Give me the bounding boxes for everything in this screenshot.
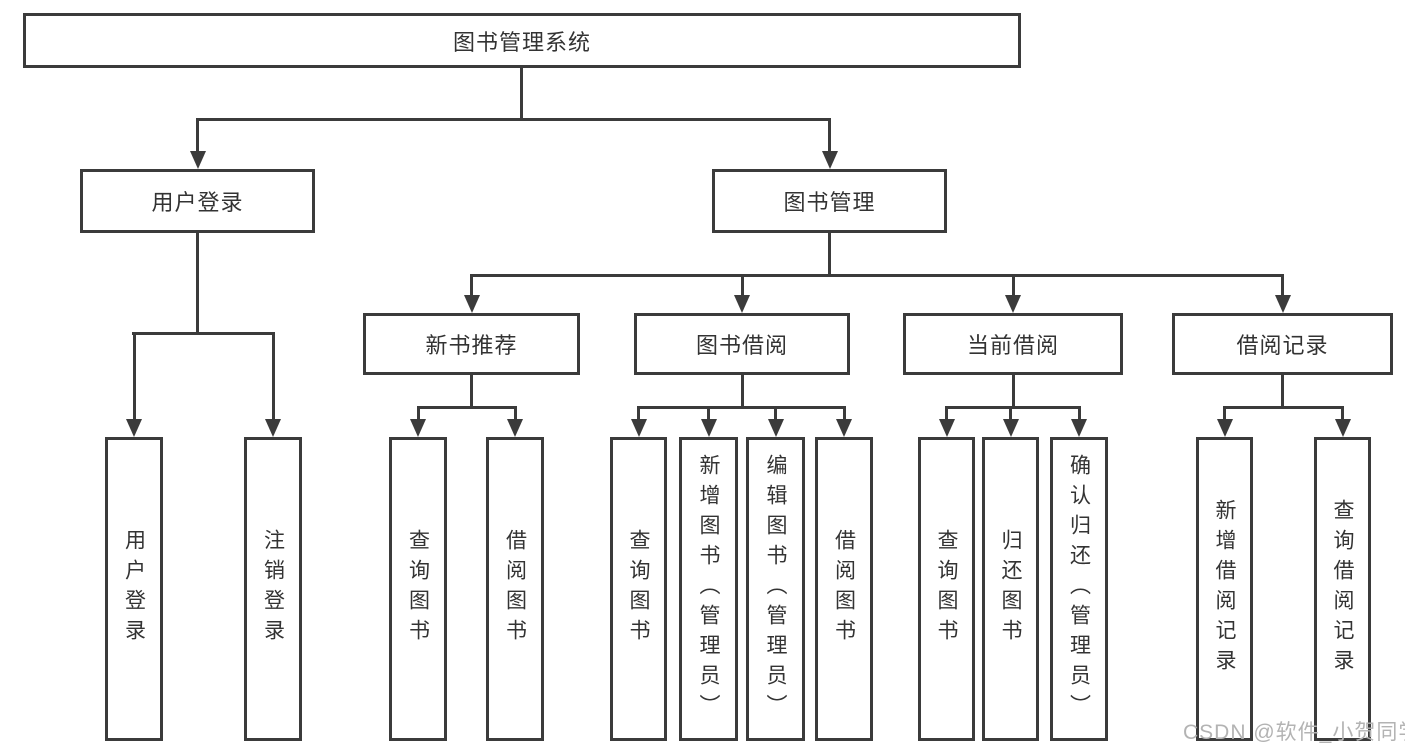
leaf-borrow-books-borrow: 借阅图书 xyxy=(815,437,873,741)
leaf-confirm-return-admin: 确认归还（管理员） xyxy=(1050,437,1108,741)
node-label: 借阅记录 xyxy=(1236,333,1329,358)
leaf-label: 注销登录 xyxy=(261,529,285,649)
connector-vline xyxy=(1341,406,1344,419)
connector-vline xyxy=(828,233,831,277)
leaf-label: 查询图书 xyxy=(935,529,959,649)
connector-arrowhead xyxy=(938,419,955,437)
connector-vline xyxy=(740,274,744,295)
connector-vline xyxy=(1011,274,1015,295)
connector-hline xyxy=(416,406,517,409)
connector-arrowhead xyxy=(836,419,852,437)
connector-arrowhead xyxy=(1334,419,1351,437)
connector-arrowhead xyxy=(410,419,426,437)
node-borrow-records: 借阅记录 xyxy=(1172,313,1393,375)
leaf-query-books-current: 查询图书 xyxy=(918,437,975,741)
connector-arrowhead xyxy=(463,295,480,313)
connector-arrowhead xyxy=(126,419,142,437)
leaf-label: 编辑图书（管理员） xyxy=(764,454,788,724)
connector-vline xyxy=(271,332,275,419)
connector-vline xyxy=(842,406,846,419)
node-library-management-system: 图书管理系统 xyxy=(23,13,1021,68)
connector-vline xyxy=(707,406,710,419)
leaf-query-borrow-record: 查询借阅记录 xyxy=(1314,437,1371,741)
connector-vline xyxy=(132,332,136,419)
connector-vline xyxy=(196,118,199,152)
leaf-label: 借阅图书 xyxy=(832,529,856,649)
leaf-user-login: 用户登录 xyxy=(105,437,163,741)
leaf-query-books-borrow: 查询图书 xyxy=(610,437,667,741)
node-book-borrow: 图书借阅 xyxy=(634,313,850,375)
connector-vline xyxy=(513,406,517,419)
connector-vline xyxy=(945,406,948,419)
connector-hline xyxy=(637,406,845,409)
leaf-edit-books-admin: 编辑图书（管理员） xyxy=(746,437,805,741)
connector-vline xyxy=(196,233,199,334)
node-label: 用户登录 xyxy=(151,190,244,215)
node-label: 图书管理系统 xyxy=(452,29,591,55)
connector-arrowhead xyxy=(821,151,838,169)
leaf-add-borrow-record: 新增借阅记录 xyxy=(1196,437,1253,741)
node-user-login: 用户登录 xyxy=(80,169,315,233)
node-label: 图书借阅 xyxy=(695,333,788,358)
leaf-label: 新增图书（管理员） xyxy=(697,454,721,724)
connector-hline xyxy=(945,406,1081,409)
connector-arrowhead xyxy=(507,419,523,437)
leaf-return-books: 归还图书 xyxy=(982,437,1039,741)
leaf-label: 查询借阅记录 xyxy=(1331,499,1355,679)
connector-hline xyxy=(1223,406,1344,409)
node-current-borrow: 当前借阅 xyxy=(903,313,1123,375)
connector-hline xyxy=(470,274,1282,277)
connector-arrowhead xyxy=(189,151,206,169)
watermark: CSDN @软件_小贺同学 xyxy=(1183,721,1405,744)
connector-vline xyxy=(1281,274,1284,295)
connector-arrowhead xyxy=(265,419,281,437)
node-new-book-recommend: 新书推荐 xyxy=(363,313,580,375)
leaf-label: 确认归还（管理员） xyxy=(1067,454,1091,724)
connector-arrowhead xyxy=(734,295,750,313)
connector-hline xyxy=(132,332,274,335)
connector-arrowhead xyxy=(767,419,784,437)
connector-arrowhead xyxy=(1216,419,1233,437)
leaf-label: 用户登录 xyxy=(122,529,146,649)
connector-arrowhead xyxy=(1002,419,1019,437)
node-label: 当前借阅 xyxy=(966,333,1059,358)
connector-vline xyxy=(828,118,831,152)
leaf-label: 查询图书 xyxy=(406,529,430,649)
connector-vline xyxy=(1011,375,1015,408)
node-label: 图书管理 xyxy=(783,190,876,215)
node-book-management: 图书管理 xyxy=(712,169,947,233)
leaf-label: 查询图书 xyxy=(627,529,651,649)
connector-arrowhead xyxy=(1071,419,1087,437)
connector-vline xyxy=(1077,406,1081,419)
leaf-label: 借阅图书 xyxy=(503,529,527,649)
leaf-label: 归还图书 xyxy=(999,529,1023,649)
connector-arrowhead xyxy=(1274,295,1291,313)
leaf-add-books-admin: 新增图书（管理员） xyxy=(679,437,738,741)
connector-vline xyxy=(740,375,744,408)
connector-hline xyxy=(196,118,831,121)
connector-arrowhead xyxy=(1005,295,1021,313)
connector-vline xyxy=(470,375,473,408)
connector-arrowhead xyxy=(700,419,717,437)
leaf-label: 新增借阅记录 xyxy=(1213,499,1237,679)
leaf-borrow-books-recommend: 借阅图书 xyxy=(486,437,544,741)
connector-vline xyxy=(637,406,640,419)
leaf-query-books-recommend: 查询图书 xyxy=(389,437,447,741)
connector-vline xyxy=(416,406,420,419)
connector-vline xyxy=(1281,375,1284,408)
connector-vline xyxy=(470,274,473,295)
connector-vline xyxy=(1009,406,1012,419)
connector-vline xyxy=(774,406,777,419)
connector-arrowhead xyxy=(630,419,647,437)
connector-vline xyxy=(520,68,523,120)
leaf-logout: 注销登录 xyxy=(244,437,302,741)
node-label: 新书推荐 xyxy=(425,333,518,358)
connector-vline xyxy=(1223,406,1226,419)
